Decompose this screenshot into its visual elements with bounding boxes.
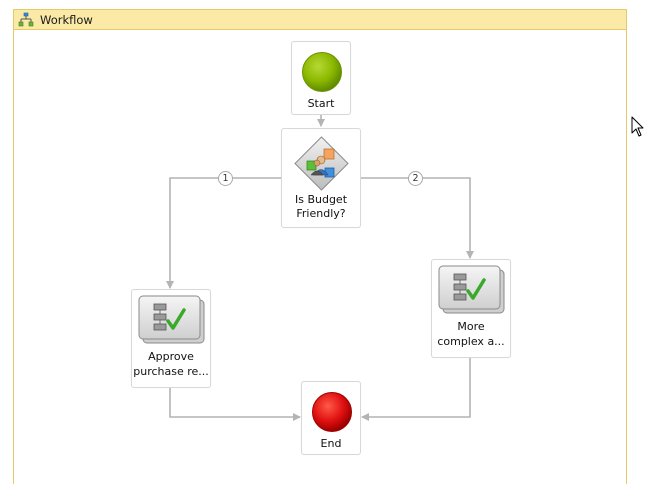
case-badge-2[interactable]: 2	[408, 171, 423, 186]
panel-title: Workflow	[40, 13, 93, 27]
end-circle-icon	[312, 392, 352, 432]
start-circle-icon	[302, 52, 342, 92]
task-checklist-icon	[138, 295, 205, 344]
approve-activity-node[interactable]: Approve purchase re...	[131, 289, 211, 388]
decision-label-line1: Is Budget	[294, 193, 348, 206]
case-badge-1[interactable]: 1	[218, 171, 233, 186]
task-checklist-icon	[438, 265, 505, 314]
end-node[interactable]: End	[301, 381, 361, 455]
start-label: Start	[307, 97, 335, 110]
complex-label-line2: complex a...	[437, 335, 505, 348]
decision-node[interactable]: Is Budget Friendly?	[281, 128, 361, 228]
start-node[interactable]: Start	[291, 41, 351, 115]
panel-header[interactable]: Workflow	[14, 10, 626, 30]
end-label: End	[320, 437, 342, 450]
decision-diamond-icon	[294, 136, 349, 191]
connector-approve-to-end[interactable]	[169, 388, 301, 421]
connector-case2[interactable]	[360, 177, 474, 259]
approve-label-line1: Approve	[148, 350, 194, 363]
workflow-icon	[18, 12, 34, 27]
mouse-cursor-icon	[631, 116, 644, 137]
approve-label-line2: purchase re...	[133, 365, 209, 378]
complex-activity-node[interactable]: More complex a...	[431, 259, 511, 358]
decision-label-line2: Friendly?	[296, 207, 346, 220]
connector-case1[interactable]	[166, 177, 282, 289]
complex-label-line1: More	[457, 320, 485, 333]
connector-complex-to-end[interactable]	[361, 358, 471, 421]
